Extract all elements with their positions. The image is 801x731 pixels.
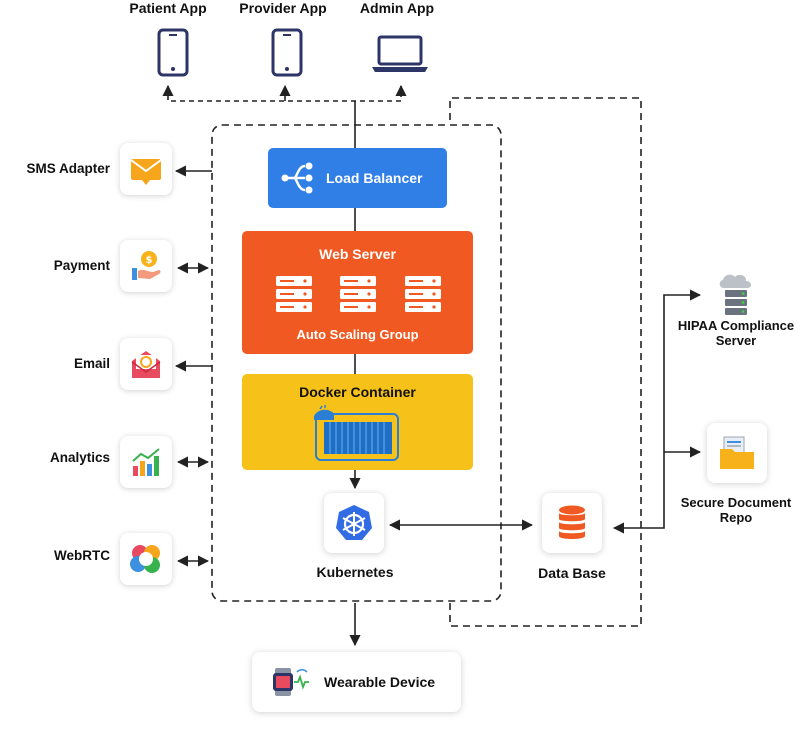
docker-whale-icon [314,405,399,461]
email-at-icon [131,351,161,378]
server-icon [405,276,441,312]
database-node [542,493,602,553]
server-icon [340,276,376,312]
email-label: Email [73,356,110,371]
sms-adapter-label: SMS Adapter [26,161,110,176]
database-icon [559,505,585,539]
smartphone-icon [157,28,189,77]
kubernetes-helm-icon [336,505,372,540]
patient-app-label: Patient App [129,0,207,16]
bar-chart-icon [132,448,160,476]
kubernetes-node [324,493,384,553]
load-balancer-label: Load Balancer [326,170,423,186]
coin-hand-icon: $ [132,251,161,280]
wearable-device-label: Wearable Device [324,674,436,690]
provider-app-label: Provider App [239,0,327,16]
svg-text:$: $ [146,255,153,266]
webrtc-label: WebRTC [54,548,110,563]
docker-container-label: Docker Container [299,384,416,400]
envelope-icon [130,159,162,185]
email-node [120,338,172,390]
web-server-label: Web Server [319,246,396,262]
payment-label: Payment [53,258,110,273]
laptop-icon [372,35,428,72]
server-icon [276,276,312,312]
docker-container-node: Docker Container [242,374,473,470]
cloud-server-icon [719,274,752,315]
webrtc-icon [130,545,160,573]
analytics-node [120,436,172,488]
secure-repo-node [707,423,767,483]
smartwatch-icon [273,668,309,696]
webrtc-node [120,533,172,585]
kubernetes-label: Kubernetes [316,564,394,580]
analytics-label: Analytics [49,450,110,465]
sms-adapter-node [120,143,172,195]
folder-document-icon [720,436,754,469]
auto-scaling-label: Auto Scaling Group [296,327,419,342]
payment-node: $ [120,240,172,292]
network-split-icon [281,162,313,194]
web-server-node: Web Server Auto Scaling Group [242,231,473,354]
load-balancer-node: Load Balancer [268,148,447,208]
hipaa-server-label: HIPAA Compliance Server [677,318,795,348]
database-label: Data Base [538,565,606,581]
secure-repo-label: Secure Document Repo [680,495,792,525]
wearable-device-node: Wearable Device [252,652,461,712]
admin-app-label: Admin App [359,0,435,16]
smartphone-icon [271,28,303,77]
